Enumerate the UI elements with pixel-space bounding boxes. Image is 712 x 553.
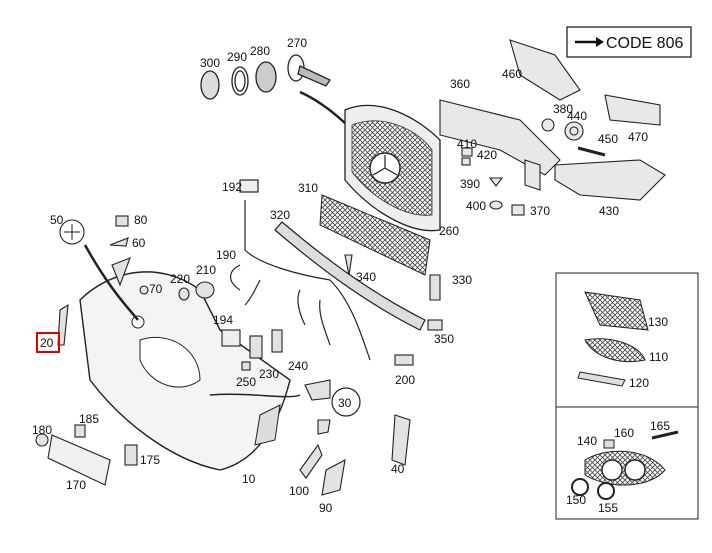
upper-trim-strip (274, 221, 426, 331)
bumper-cover (79, 271, 301, 471)
part-number-90: 90 (319, 501, 333, 515)
part-number-170: 170 (66, 478, 86, 492)
part-number-80: 80 (134, 213, 148, 227)
bumper-support-bracket (439, 39, 666, 216)
circled-callout-ring (331, 387, 361, 417)
part-number-310: 310 (298, 181, 318, 195)
part-number-280: 280 (250, 44, 270, 58)
part-number-192: 192 (222, 180, 242, 194)
emblem-parts (200, 54, 381, 161)
part-number-460: 460 (502, 67, 522, 81)
code-box: CODE 806 (566, 26, 692, 58)
part-number-100: 100 (289, 484, 309, 498)
part-number-400: 400 (466, 199, 486, 213)
part-number-130: 130 (648, 315, 668, 329)
part-number-220: 220 (170, 272, 190, 286)
part-number-40: 40 (391, 462, 405, 476)
part-number-300: 300 (200, 56, 220, 70)
misc-parts (35, 215, 443, 496)
part-number-410: 410 (457, 137, 477, 151)
part-number-190: 190 (216, 248, 236, 262)
part-number-370: 370 (530, 204, 550, 218)
part-number-350: 350 (434, 332, 454, 346)
part-number-240: 240 (288, 359, 308, 373)
part-number-120: 120 (629, 376, 649, 390)
part-number-60: 60 (132, 236, 146, 250)
part-number-155: 155 (598, 501, 618, 515)
lower-grille (319, 194, 431, 276)
wiring-harness (230, 179, 371, 361)
part-number-250: 250 (236, 375, 256, 389)
part-number-70: 70 (149, 282, 163, 296)
radiator-grille (344, 104, 441, 232)
part-number-185: 185 (79, 412, 99, 426)
part-number-440: 440 (567, 109, 587, 123)
part-number-230: 230 (259, 367, 279, 381)
part-number-150: 150 (566, 493, 586, 507)
part-number-10: 10 (242, 472, 256, 486)
arrow-right-icon (575, 37, 604, 47)
part-number-270: 270 (287, 36, 307, 50)
part-number-194: 194 (213, 313, 233, 327)
part-number-160: 160 (614, 426, 634, 440)
part-number-450: 450 (598, 132, 618, 146)
part-number-420: 420 (477, 148, 497, 162)
part-number-175: 175 (140, 453, 160, 467)
part-number-390: 390 (460, 177, 480, 191)
part-number-380: 380 (553, 102, 573, 116)
part-number-200: 200 (395, 373, 415, 387)
part-number-360: 360 (450, 77, 470, 91)
part-number-210: 210 (196, 263, 216, 277)
part-number-140: 140 (577, 434, 597, 448)
part-number-180: 180 (32, 423, 52, 437)
highlight-box (36, 332, 60, 353)
circled-callout: 30 (338, 396, 352, 410)
part-number-330: 330 (452, 273, 472, 287)
detail-panel (555, 272, 699, 520)
part-number-320: 320 (270, 208, 290, 222)
part-number-260: 260 (439, 224, 459, 238)
code-label: CODE 806 (606, 35, 683, 52)
part-number-470: 470 (628, 130, 648, 144)
part-number-50: 50 (50, 213, 64, 227)
highlight-callout: 20 (40, 336, 54, 350)
part-number-430: 430 (599, 204, 619, 218)
part-number-340: 340 (356, 270, 376, 284)
part-number-290: 290 (227, 50, 247, 64)
part-number-110: 110 (649, 350, 668, 364)
part-number-165: 165 (650, 419, 670, 433)
